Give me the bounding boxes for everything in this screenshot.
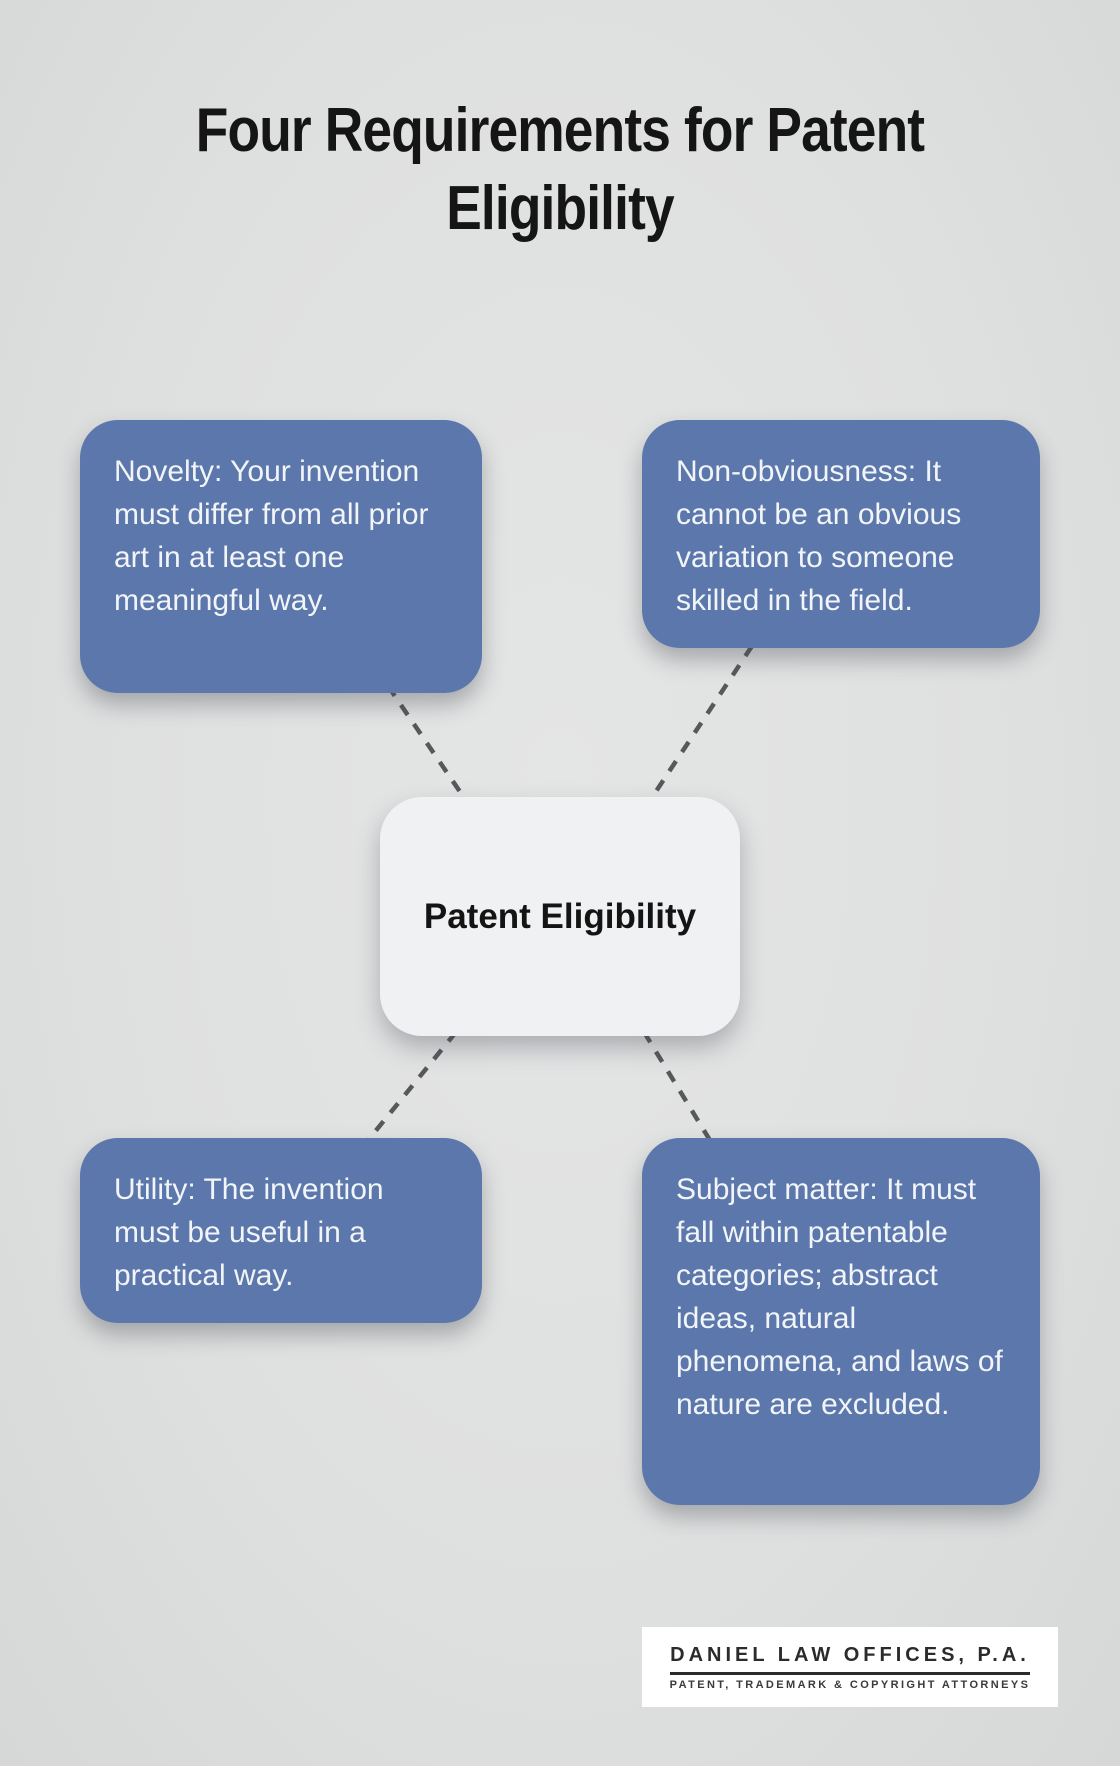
footer-logo: DANIEL LAW OFFICES, P.A. PATENT, TRADEMA… [642, 1627, 1058, 1707]
logo-name: DANIEL LAW OFFICES, P.A. [669, 1644, 1031, 1675]
connector-line-top-right [647, 644, 754, 804]
page-title: Four Requirements for Patent Eligibility [78, 92, 1041, 248]
requirement-card-novelty: Novelty: Your invention must differ from… [80, 420, 482, 693]
requirement-text-novelty: Novelty: Your invention must differ from… [114, 455, 429, 617]
page-title-line-2: Eligibility [446, 174, 674, 243]
footer-logo-inner: DANIEL LAW OFFICES, P.A. PATENT, TRADEMA… [669, 1644, 1031, 1691]
requirement-card-utility: Utility: The invention must be useful in… [80, 1138, 482, 1323]
connector-line-bottom-left [363, 1030, 458, 1146]
connector-line-bottom-right [642, 1030, 713, 1144]
requirement-text-subject-matter: Subject matter: It must fall within pate… [676, 1173, 1003, 1421]
requirement-text-utility: Utility: The invention must be useful in… [114, 1173, 384, 1292]
requirement-card-non-obviousness: Non-obviousness: It cannot be an obvious… [642, 420, 1040, 648]
center-node: Patent Eligibility [380, 797, 740, 1036]
requirement-card-subject-matter: Subject matter: It must fall within pate… [642, 1138, 1040, 1505]
requirement-text-non-obviousness: Non-obviousness: It cannot be an obvious… [676, 455, 962, 617]
page-title-line-1: Four Requirements for Patent [195, 96, 925, 165]
center-node-label: Patent Eligibility [423, 896, 697, 936]
connector-line-top-left [386, 684, 469, 804]
logo-tagline: PATENT, TRADEMARK & COPYRIGHT ATTORNEYS [669, 1678, 1031, 1691]
